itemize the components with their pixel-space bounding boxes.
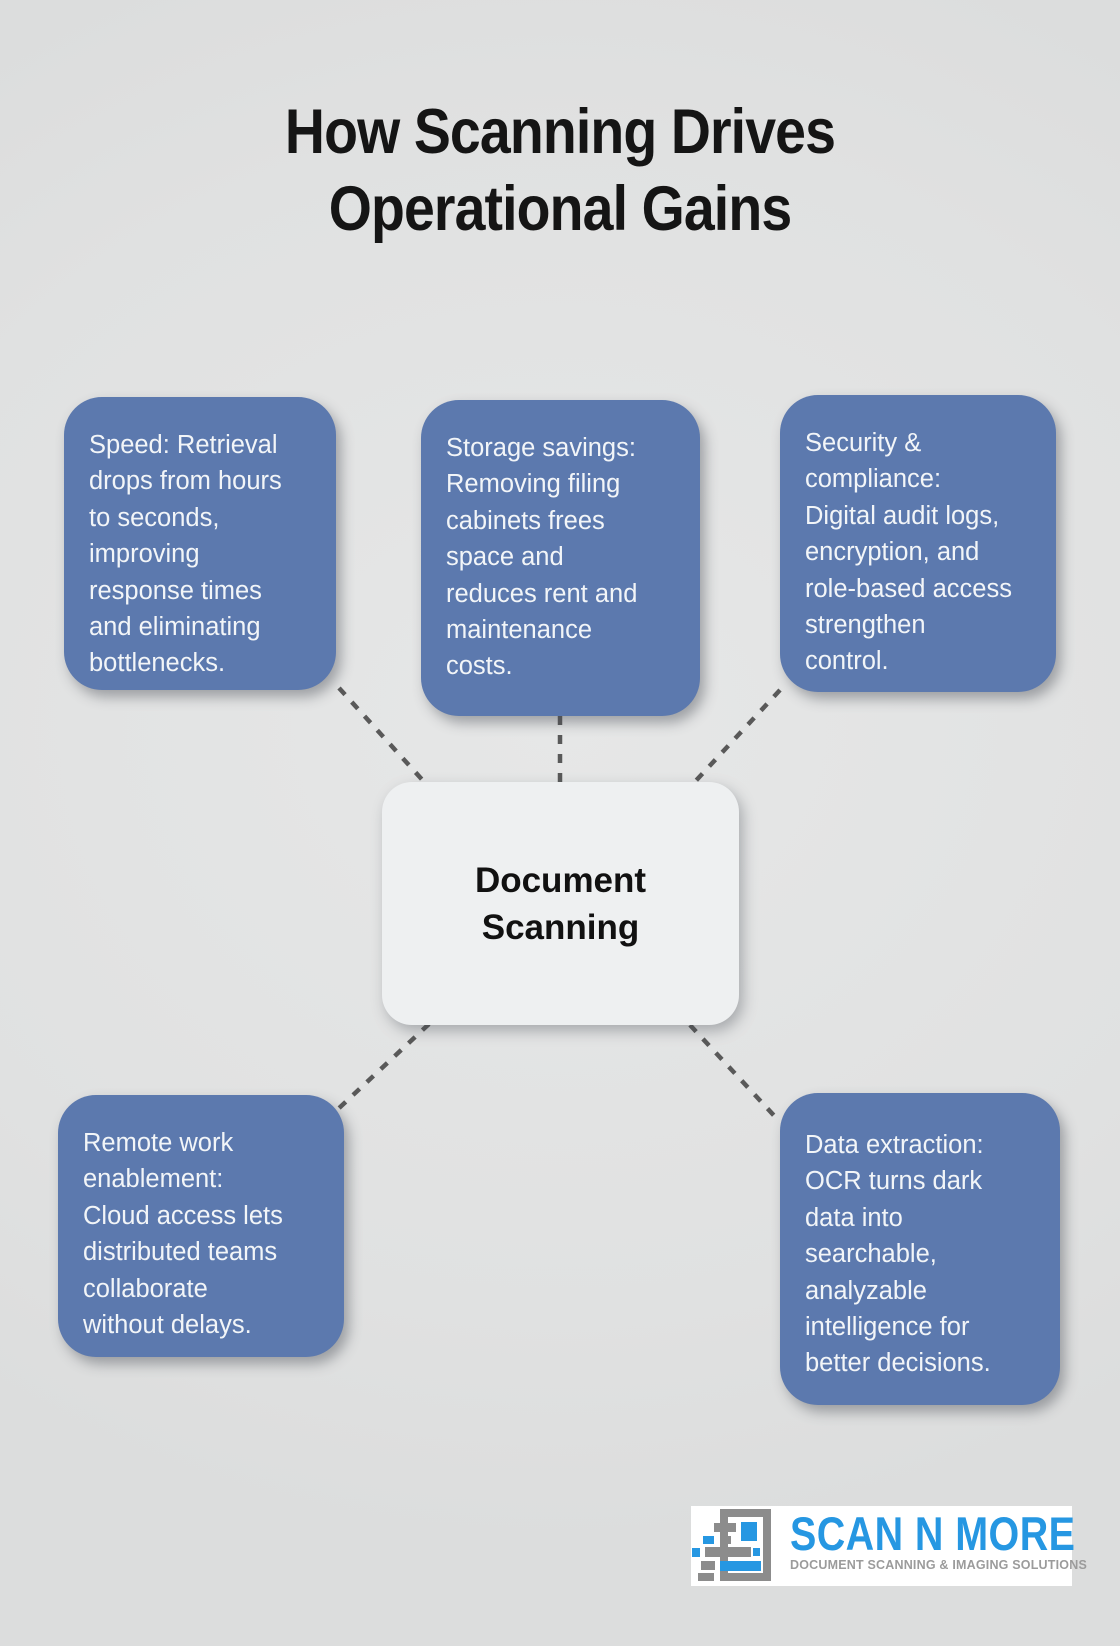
node-remote-work-text: Remote work enablement: Cloud access let…	[83, 1129, 283, 1340]
node-storage-savings-text: Storage savings: Removing filing cabinet…	[446, 434, 638, 681]
connector-speed-to-center	[337, 686, 429, 787]
page-title-line-2: Operational Gains	[328, 174, 792, 244]
node-security-compliance-text: Security & compliance: Digital audit log…	[805, 429, 1012, 676]
scan-pixel-block	[698, 1573, 714, 1581]
node-speed-text: Speed: Retrieval drops from hours to sec…	[89, 431, 282, 678]
scan-pixel-block	[701, 1561, 715, 1570]
node-remote-work: Remote work enablement: Cloud access let…	[58, 1095, 344, 1357]
scan-pixel-block	[720, 1536, 731, 1544]
connector-center-to-remote	[335, 1022, 431, 1112]
scan-pixel-block	[753, 1548, 760, 1556]
scan-pixel-block	[714, 1523, 736, 1532]
node-storage-savings: Storage savings: Removing filing cabinet…	[421, 400, 700, 716]
center-node-label: Document Scanning	[474, 860, 647, 947]
node-security-compliance: Security & compliance: Digital audit log…	[780, 395, 1056, 692]
scan-pixel-block	[692, 1548, 700, 1557]
node-data-extraction: Data extraction: OCR turns dark data int…	[780, 1093, 1060, 1405]
logo-text-block: SCAN N MORE DOCUMENT SCANNING & IMAGING …	[790, 1510, 1087, 1572]
scan-pixel-block	[703, 1536, 714, 1544]
scan-pixel-block	[720, 1561, 761, 1571]
scan-pixel-block	[705, 1547, 751, 1557]
connector-center-to-data	[688, 1023, 782, 1124]
scan-pixel-block	[741, 1522, 757, 1541]
logo-tagline: DOCUMENT SCANNING & IMAGING SOLUTIONS	[790, 1558, 1087, 1572]
page-title-line-1: How Scanning Drives	[284, 97, 836, 167]
node-speed: Speed: Retrieval drops from hours to sec…	[64, 397, 336, 690]
connector-security-to-center	[689, 688, 782, 788]
node-data-extraction-text: Data extraction: OCR turns dark data int…	[805, 1131, 991, 1378]
center-node-document-scanning: Document Scanning	[382, 782, 739, 1025]
logo-company-name: SCAN N MORE	[790, 1507, 1076, 1560]
scan-n-more-logo: SCAN N MORE DOCUMENT SCANNING & IMAGING …	[691, 1506, 1087, 1586]
page-title: How Scanning Drives Operational Gains	[67, 94, 1053, 248]
document-scan-icon	[691, 1506, 777, 1586]
